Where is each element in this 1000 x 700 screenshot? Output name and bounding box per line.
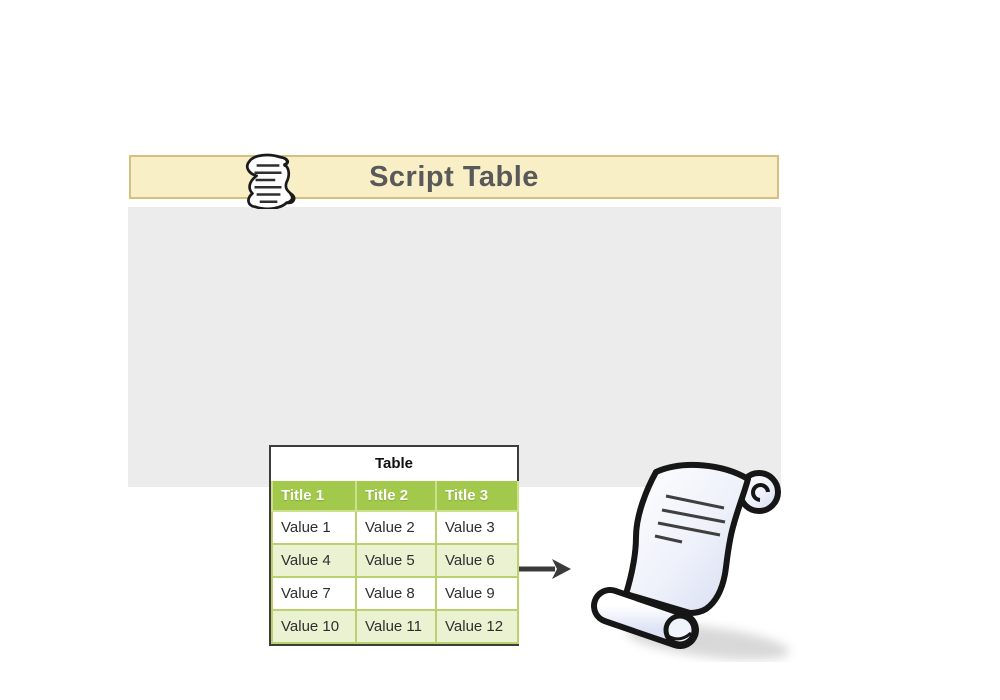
header-cell: Title 2	[355, 481, 437, 512]
table-cell: Value 10	[271, 609, 357, 644]
paper-scroll-illustration	[591, 461, 790, 660]
table-row: Value 7 Value 8 Value 9	[271, 576, 519, 611]
script-table: Table Title 1 Title 2 Title 3 Value 1 Va…	[269, 445, 519, 646]
table-cell: Value 9	[435, 576, 519, 611]
table-cell: Value 3	[435, 510, 519, 545]
table-cell: Value 1	[271, 510, 357, 545]
content-area: Table Title 1 Title 2 Title 3 Value 1 Va…	[128, 207, 790, 660]
table-row: Value 1 Value 2 Value 3	[271, 510, 519, 545]
header-cell: Title 1	[271, 481, 357, 512]
scroll-text-lines	[654, 494, 726, 544]
banner: Script Table	[129, 155, 779, 199]
header-row: Title 1 Title 2 Title 3	[271, 481, 519, 512]
scroll-icon	[245, 153, 296, 209]
table-cell: Value 11	[355, 609, 437, 644]
table-cell: Value 7	[271, 576, 357, 611]
table-cell: Value 4	[271, 543, 357, 578]
table-cell: Value 8	[355, 576, 437, 611]
page-title: Script Table	[369, 160, 539, 193]
table-cell: Value 6	[435, 543, 519, 578]
header-cell: Title 3	[435, 481, 519, 512]
table-row: Value 10 Value 11 Value 12	[271, 609, 519, 644]
table-caption: Table	[271, 447, 517, 481]
table-row: Value 4 Value 5 Value 6	[271, 543, 519, 578]
table-cell: Value 12	[435, 609, 519, 644]
data-table: Title 1 Title 2 Title 3 Value 1 Value 2 …	[271, 481, 519, 644]
table-cell: Value 5	[355, 543, 437, 578]
right-arrow-icon	[519, 559, 571, 579]
table-cell: Value 2	[355, 510, 437, 545]
